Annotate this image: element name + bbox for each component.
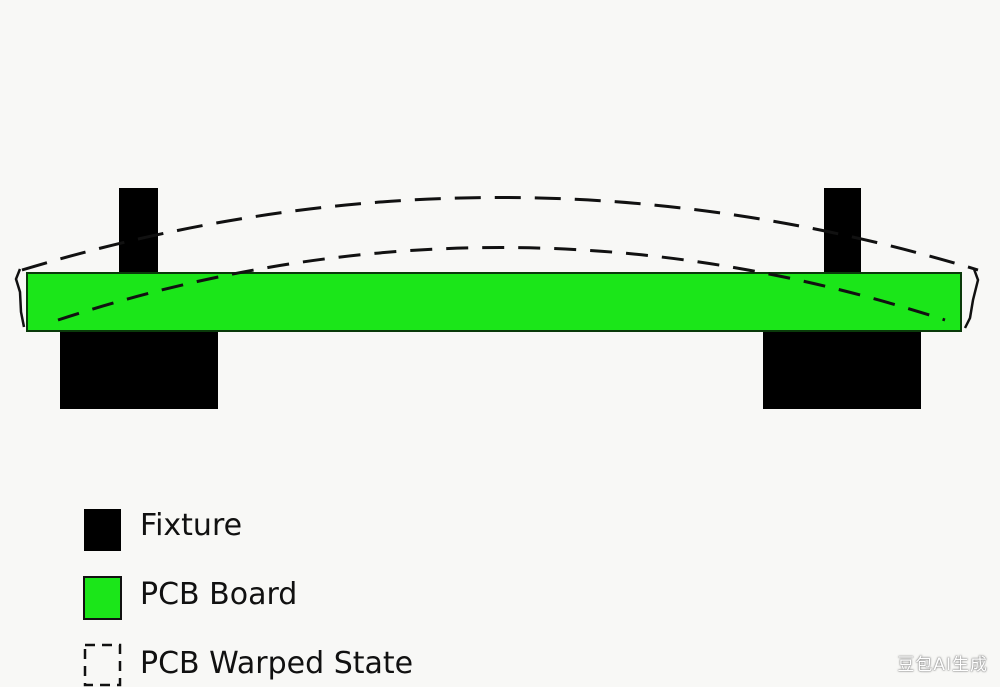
- fixture-post-left: [119, 188, 158, 274]
- warp-curve-upper: [21, 196, 979, 272]
- warp-end-bracket-left: [14, 268, 26, 328]
- legend-fixture-label: Fixture: [140, 508, 243, 543]
- legend-fixture-swatch: [84, 509, 121, 551]
- legend-warped-label: PCB Warped State: [140, 646, 414, 681]
- fixture-support-right: [763, 330, 921, 409]
- pcb-board: [26, 272, 962, 332]
- fixture-support-left: [60, 330, 218, 409]
- warp-end-bracket-right: [963, 268, 980, 329]
- legend-pcb-label: PCB Board: [140, 577, 298, 612]
- legend-pcb-swatch: [83, 576, 122, 620]
- warp-curve-lower: [57, 246, 946, 322]
- watermark-text: 豆包AI生成: [897, 655, 988, 675]
- legend-warped-swatch: [83, 643, 122, 687]
